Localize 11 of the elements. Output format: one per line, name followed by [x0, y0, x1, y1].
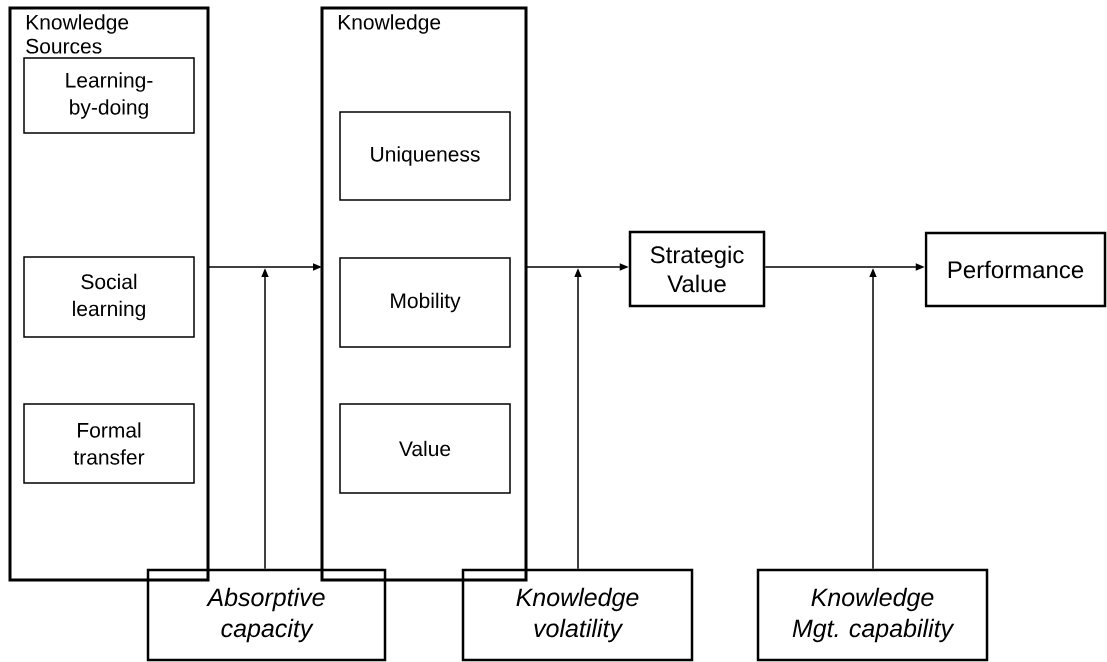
factor-box: Social learning — [23, 256, 195, 338]
moderator-box: Knowledge Mgt. capability — [756, 568, 989, 662]
factor-box: Uniqueness — [339, 111, 511, 201]
moderator-box: Knowledge volatility — [461, 568, 694, 662]
factor-box: Learning-by-doing — [23, 57, 195, 134]
process-box: Strategic Value — [628, 230, 766, 308]
factor-box: Value — [339, 403, 511, 494]
process-box: Performance — [924, 231, 1107, 308]
factor-box: Formal transfer — [23, 403, 195, 484]
factor-box: Mobility — [339, 257, 511, 348]
moderator-box: Absorptive capacity — [146, 568, 387, 662]
